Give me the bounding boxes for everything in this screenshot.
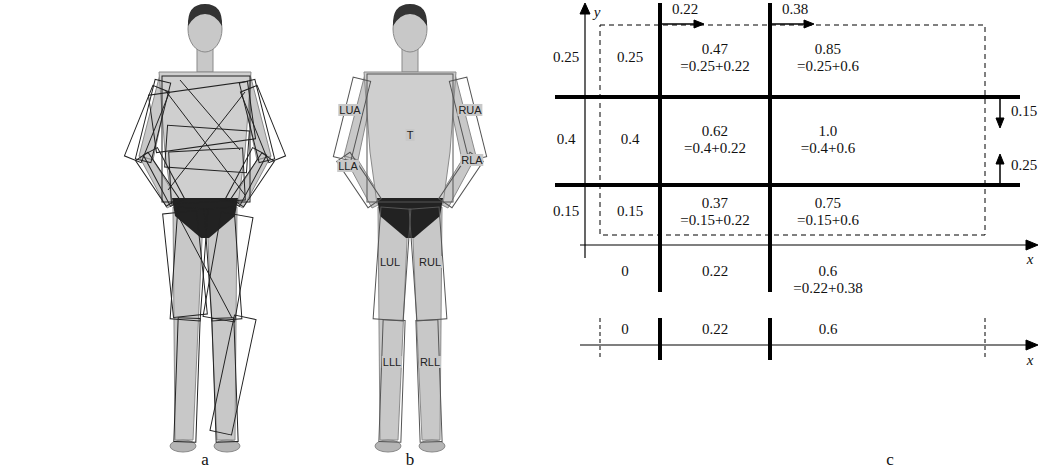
weight-value: 0.25 xyxy=(553,49,579,66)
part-label: LUL xyxy=(379,256,401,268)
axis-label: x xyxy=(1027,251,1034,268)
panel-letter: b xyxy=(406,450,415,470)
cell-sum: 0.62 =0.4+0.22 xyxy=(684,123,746,158)
tick-value: 0.6 =0.22+0.38 xyxy=(793,263,862,298)
cell-sum: 0.25 xyxy=(617,49,643,66)
part-label: RLA xyxy=(460,154,483,166)
weight-value: 0.15 xyxy=(553,203,579,220)
offset-value: 0.15 xyxy=(1011,103,1037,120)
part-label: RUA xyxy=(457,104,482,116)
cell-sum: 0.37 =0.15+0.22 xyxy=(680,195,749,230)
tick-value: 0.22 xyxy=(702,321,728,338)
cell-sum: 0.75 =0.15+0.6 xyxy=(797,195,859,230)
tick-value: 0.22 xyxy=(702,263,728,280)
axis-label: y xyxy=(594,4,601,21)
panel-letter: a xyxy=(201,450,209,470)
part-label: LUA xyxy=(338,104,361,116)
cell-sum: 0.85 =0.25+0.6 xyxy=(797,41,859,76)
cell-sum: 1.0 =0.4+0.6 xyxy=(801,123,855,158)
tick-value: 0.6 xyxy=(819,321,838,338)
part-label: RUL xyxy=(418,256,442,268)
cell-sum: 0.15 xyxy=(617,203,643,220)
tick-value: 0 xyxy=(621,321,629,338)
cell-sum: 0.4 xyxy=(621,131,640,148)
offset-value: 0.38 xyxy=(782,1,808,18)
tick-value: 0 xyxy=(621,263,629,280)
part-label: T xyxy=(406,129,415,141)
cell-sum: 0.47 =0.25+0.22 xyxy=(680,41,749,76)
axis-label: x xyxy=(1027,352,1034,369)
part-label: LLA xyxy=(337,160,359,172)
part-label: RLL xyxy=(419,356,441,368)
offset-value: 0.25 xyxy=(1011,157,1037,174)
panel-letter: c xyxy=(886,450,894,470)
offset-value: 0.22 xyxy=(672,1,698,18)
weight-value: 0.4 xyxy=(557,131,576,148)
part-label: LLL xyxy=(382,356,402,368)
